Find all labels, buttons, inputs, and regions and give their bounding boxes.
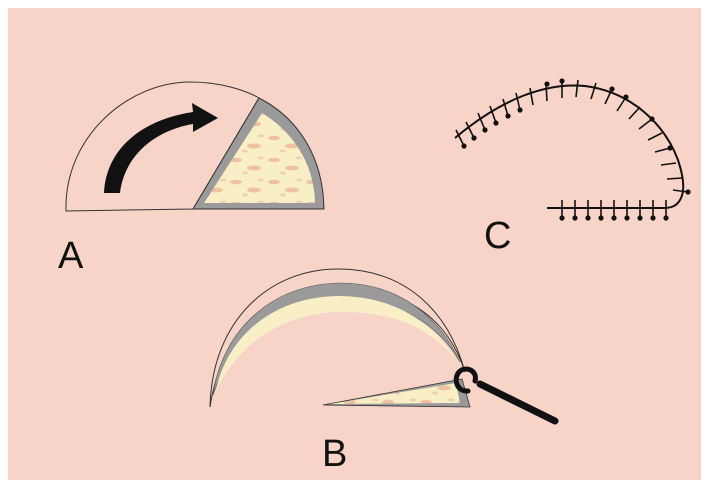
label-c: C <box>484 215 511 257</box>
background <box>8 8 701 480</box>
label-b: B <box>322 433 347 475</box>
label-a: A <box>58 235 84 277</box>
